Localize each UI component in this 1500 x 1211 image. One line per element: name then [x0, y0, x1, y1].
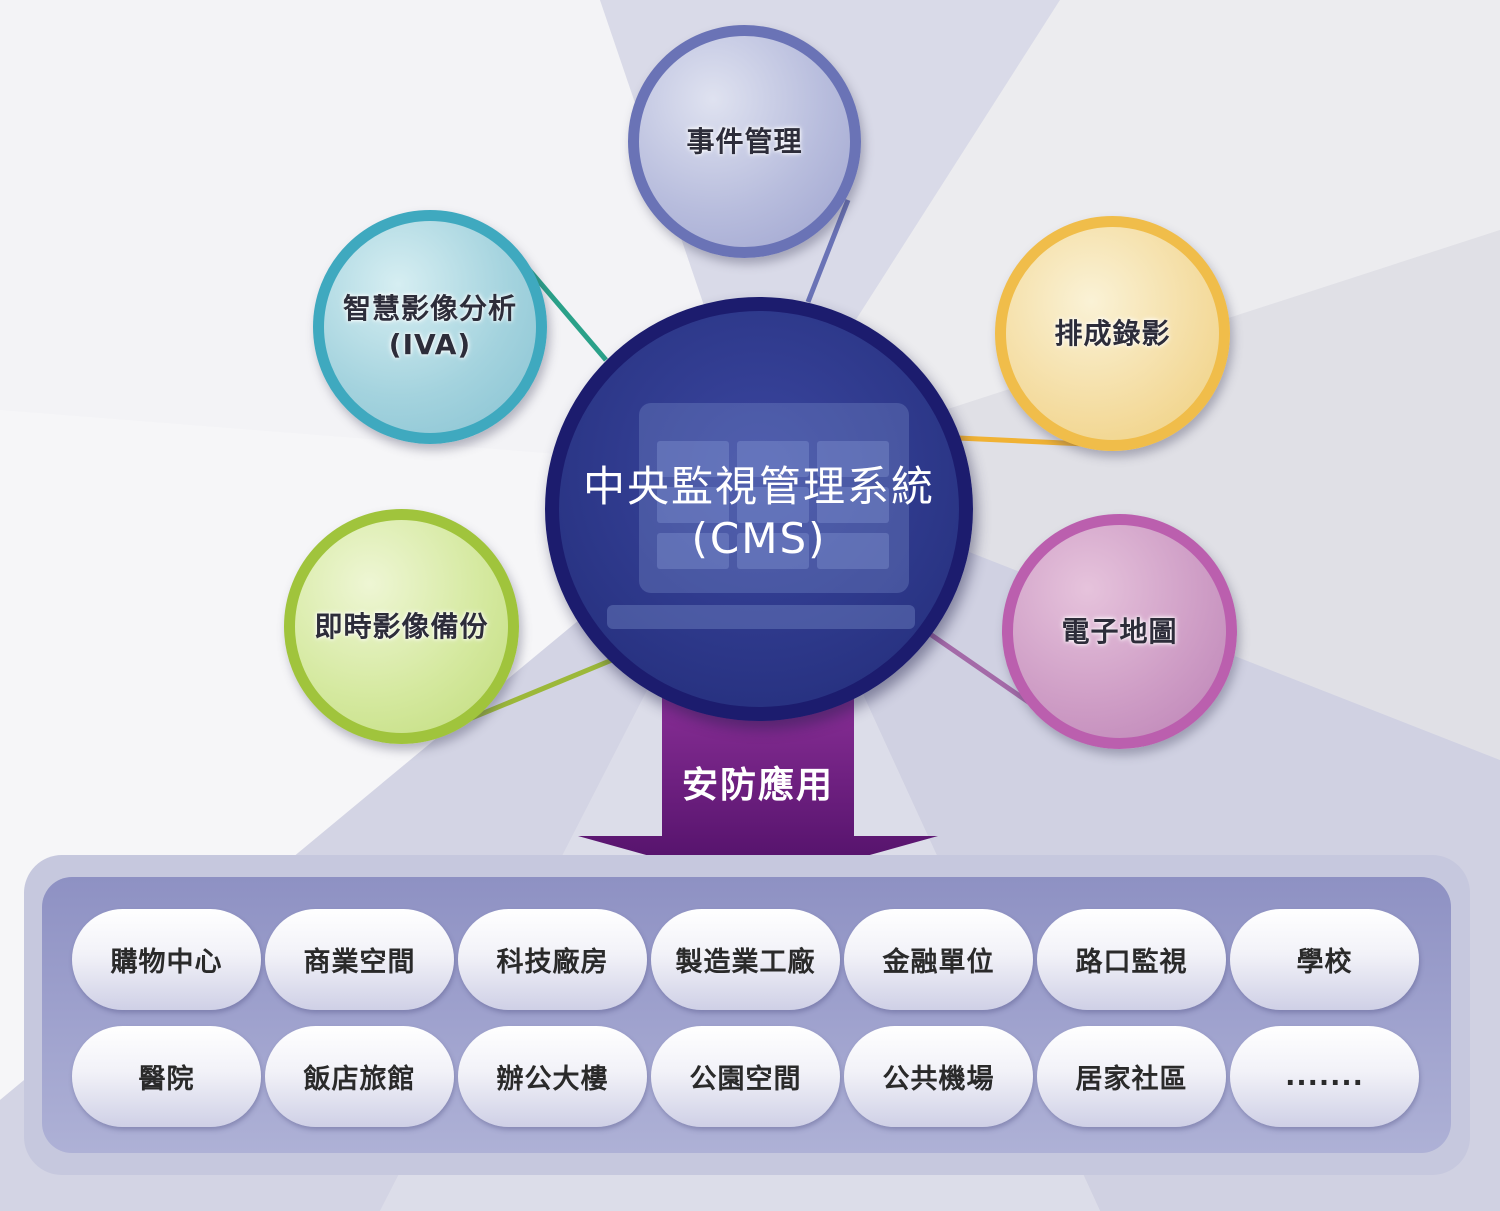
application-pill: 購物中心	[72, 909, 261, 1010]
application-label: 購物中心	[110, 947, 223, 978]
cms-title: 中央監視管理系統 (CMS)	[559, 461, 959, 565]
application-pill: 商業空間	[265, 909, 454, 1010]
application-label: 科技廠房	[496, 947, 609, 978]
application-pill: 路口監視	[1037, 909, 1226, 1010]
application-label: 學校	[1296, 947, 1353, 978]
feature-label: 智慧影像分析	[342, 292, 517, 325]
applications-grid: 購物中心 商業空間 科技廠房 製造業工廠 金融單位 路口監視 學校 醫院 飯店旅…	[42, 877, 1451, 1153]
cms-title-sub: (CMS)	[691, 514, 827, 563]
cms-center-node: 中央監視管理系統 (CMS)	[545, 297, 973, 721]
connector-event	[805, 199, 851, 303]
application-pill: .......	[1230, 1026, 1419, 1127]
feature-node-emap: 電子地圖	[1002, 514, 1237, 749]
application-label: 製造業工廠	[675, 947, 816, 978]
down-arrow	[578, 690, 938, 886]
application-label: 飯店旅館	[303, 1064, 416, 1095]
application-label: 居家社區	[1075, 1064, 1188, 1095]
application-pill: 飯店旅館	[265, 1026, 454, 1127]
application-pill: 公園空間	[651, 1026, 840, 1127]
feature-node-iva: 智慧影像分析 (IVA)	[313, 210, 547, 444]
connector-schedule	[957, 435, 1086, 447]
application-label: 商業空間	[303, 947, 416, 978]
application-pill: 科技廠房	[458, 909, 647, 1010]
feature-label: 事件管理	[686, 124, 803, 158]
application-label: 路口監視	[1075, 947, 1188, 978]
application-pill: 金融單位	[844, 909, 1033, 1010]
feature-label: 電子地圖	[1061, 614, 1178, 648]
arrow-label: 安防應用	[681, 765, 834, 806]
application-pill: 居家社區	[1037, 1026, 1226, 1127]
monitor-base	[607, 605, 915, 629]
application-label: 公園空間	[689, 1064, 802, 1095]
application-label: 公共機場	[882, 1064, 995, 1095]
application-pill: 醫院	[72, 1026, 261, 1127]
feature-node-scheduled-recording: 排成錄影	[995, 216, 1230, 451]
application-label: 醫院	[138, 1064, 195, 1095]
cms-title-main: 中央監視管理系統	[582, 462, 935, 511]
application-pill: 製造業工廠	[651, 909, 840, 1010]
application-pill: 學校	[1230, 909, 1419, 1010]
applications-panel: 購物中心 商業空間 科技廠房 製造業工廠 金融單位 路口監視 學校 醫院 飯店旅…	[24, 855, 1470, 1175]
application-label: 辦公大樓	[496, 1064, 609, 1095]
feature-label: 即時影像備份	[314, 609, 489, 643]
connector-iva	[523, 263, 608, 362]
application-pill: 辦公大樓	[458, 1026, 647, 1127]
monitor-icon	[639, 403, 909, 593]
feature-node-event-management: 事件管理	[628, 25, 861, 258]
application-label: .......	[1285, 1061, 1364, 1092]
feature-node-realtime-backup: 即時影像備份	[284, 509, 519, 744]
connector-backup	[461, 657, 613, 725]
application-label: 金融單位	[882, 947, 995, 978]
application-pill: 公共機場	[844, 1026, 1033, 1127]
feature-label-line2: (IVA)	[388, 328, 472, 361]
feature-label: 排成錄影	[1054, 316, 1171, 350]
